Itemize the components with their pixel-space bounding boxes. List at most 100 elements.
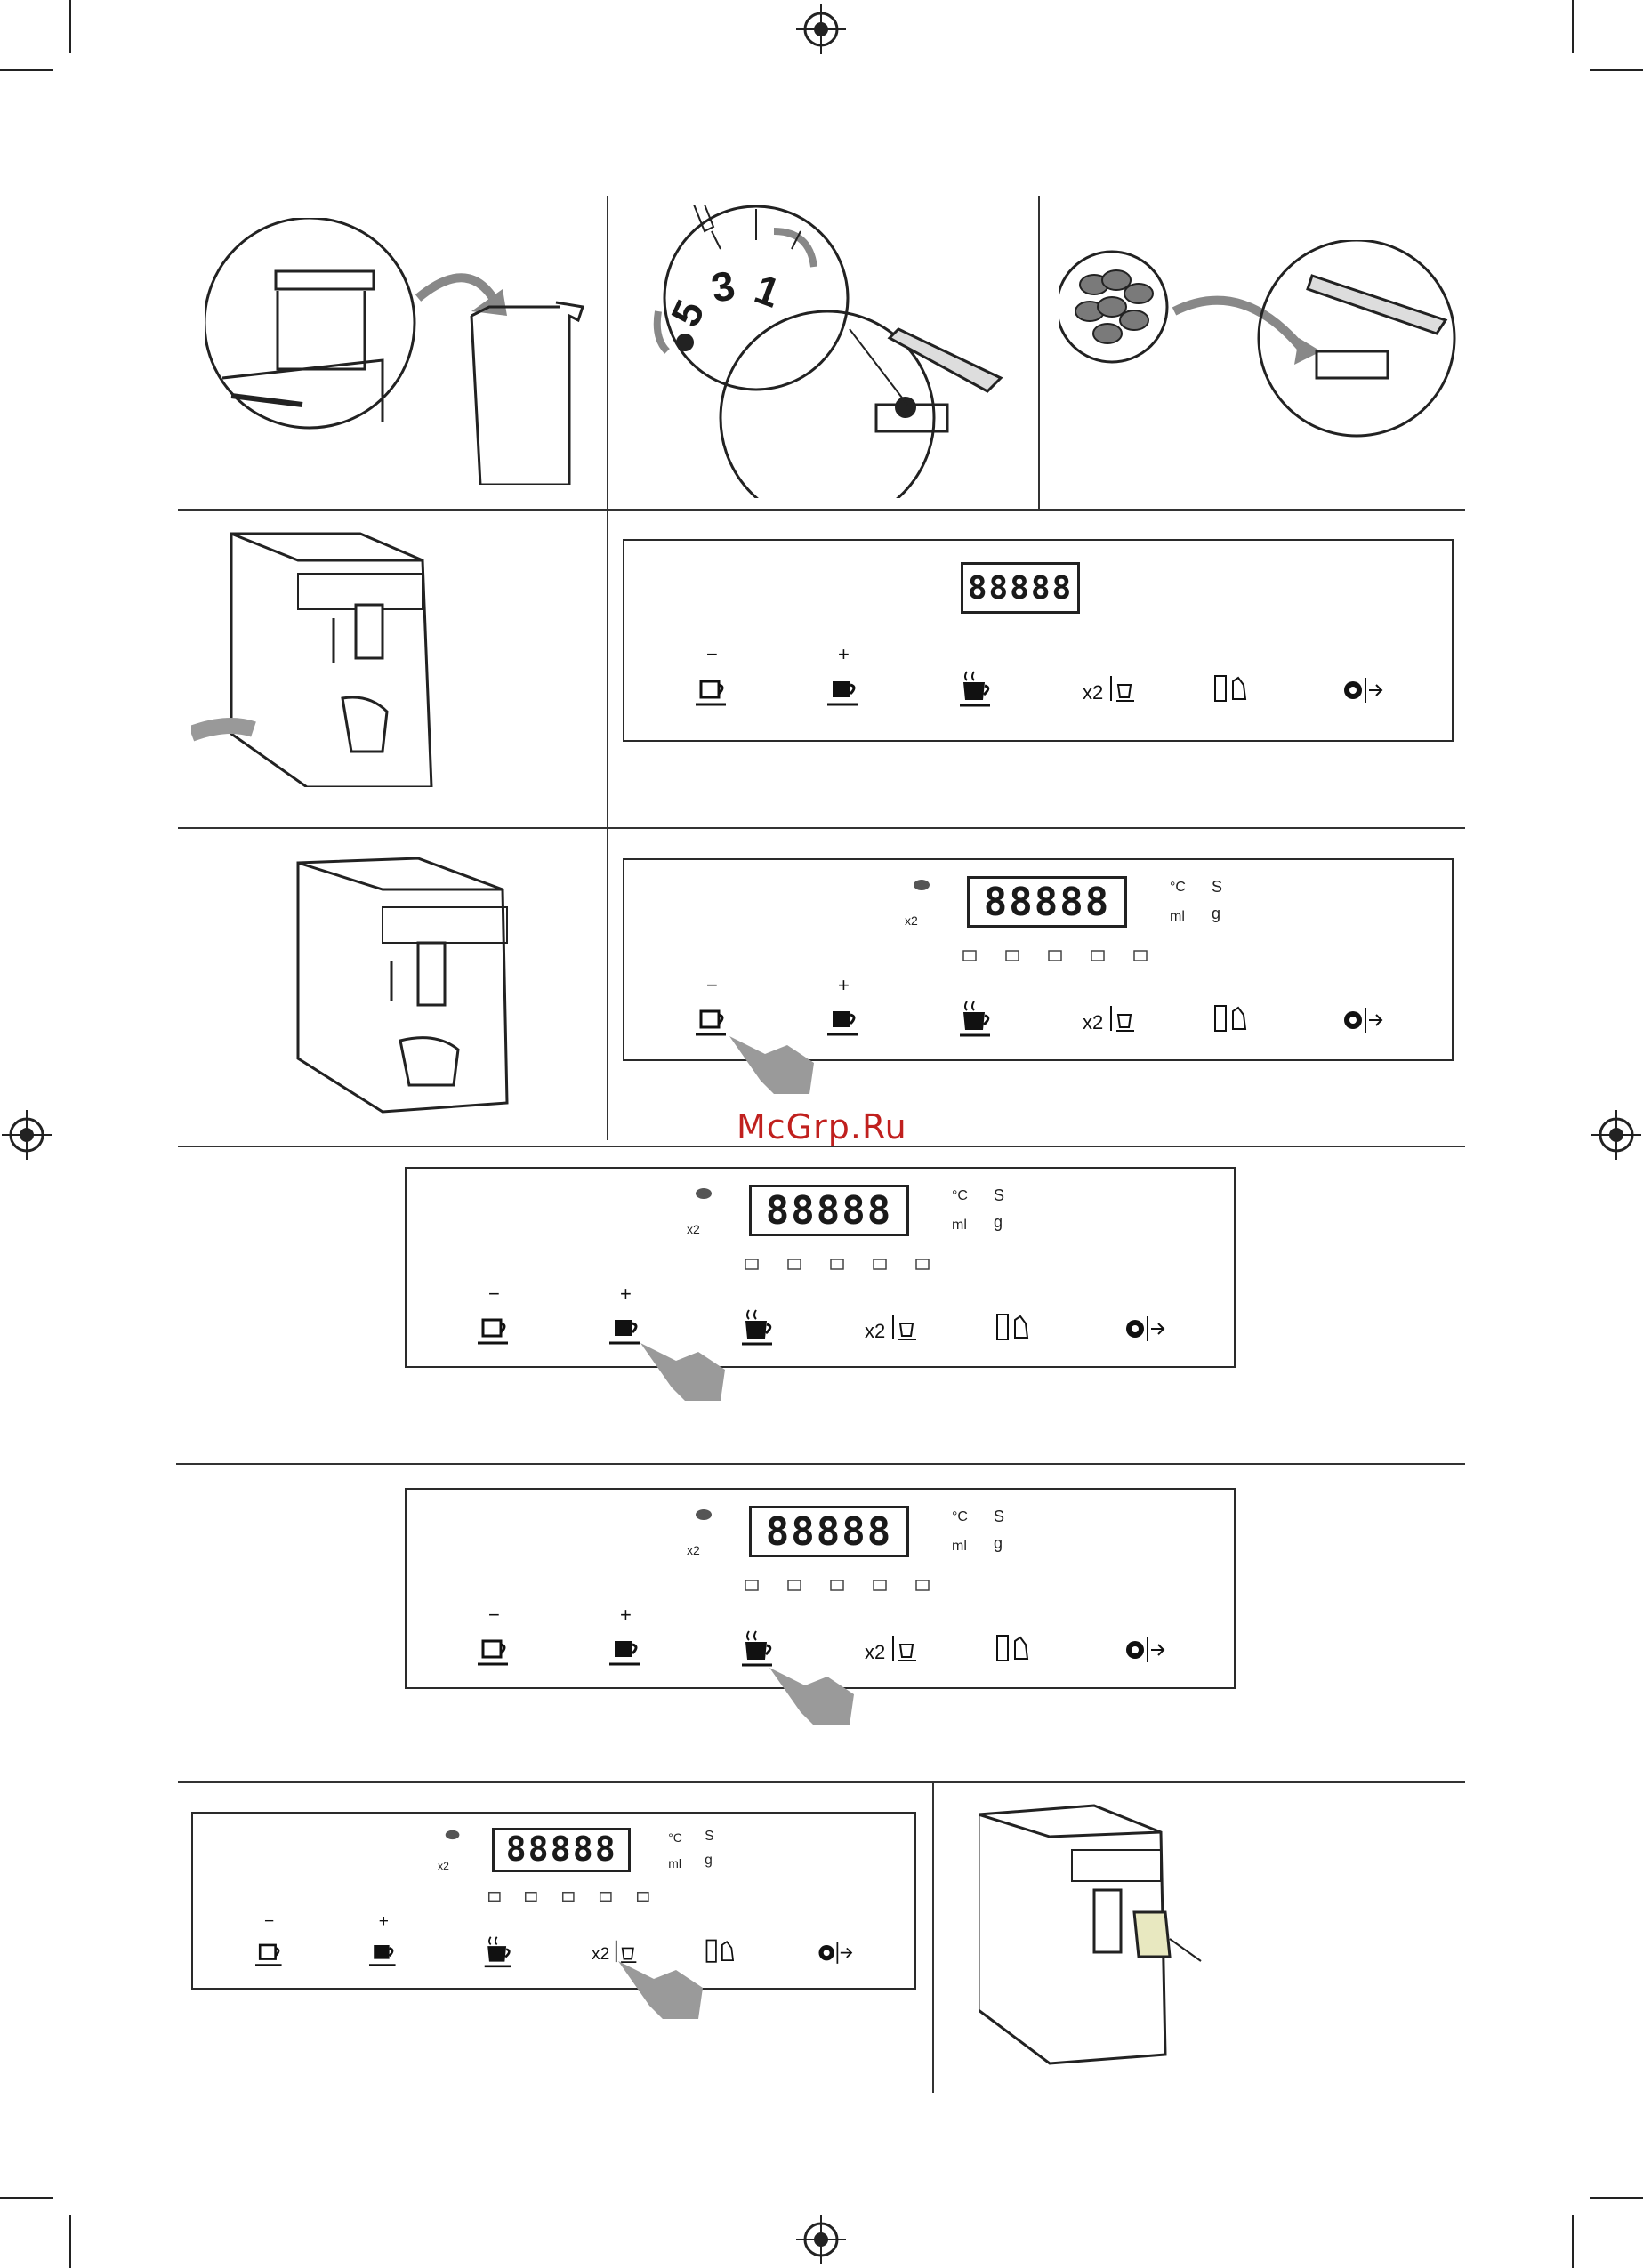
small-cup-icon[interactable] xyxy=(478,1634,513,1669)
double-cup-icon[interactable] xyxy=(891,1634,918,1669)
double-cup-label: x2 xyxy=(1083,681,1103,704)
digital-display: 88888 xyxy=(749,1506,909,1557)
unit-g: g xyxy=(994,1534,1003,1553)
unit-celsius: °C xyxy=(952,1188,968,1204)
rinse-hand-icon[interactable] xyxy=(994,1311,1038,1347)
rinse-hand-icon[interactable] xyxy=(1212,1002,1256,1038)
coffee-bean-icon xyxy=(444,1829,461,1841)
section-divider xyxy=(932,1781,934,2093)
drip-tray-icon xyxy=(914,1579,932,1593)
small-cup-icon[interactable] xyxy=(478,1313,513,1348)
double-cup-label: x2 xyxy=(865,1641,885,1664)
rinse-hand-icon[interactable] xyxy=(994,1632,1038,1668)
descale-icon xyxy=(561,1891,576,1903)
section-divider xyxy=(178,509,1465,511)
unit-s: S xyxy=(705,1829,713,1845)
pointing-hand-icon xyxy=(614,1952,712,2023)
double-cup-icon[interactable] xyxy=(1109,674,1136,710)
cleaning-icon xyxy=(872,1579,890,1593)
unit-celsius: °C xyxy=(668,1830,682,1845)
minus-label: − xyxy=(706,643,718,666)
drip-tray-icon xyxy=(914,1258,932,1272)
rinse-hand-icon[interactable] xyxy=(1212,672,1256,708)
x2-indicator: x2 xyxy=(687,1222,700,1236)
crop-mark xyxy=(69,0,71,53)
double-cup-icon[interactable] xyxy=(1109,1004,1136,1040)
small-cup-icon[interactable] xyxy=(696,674,731,710)
digital-display: 88888 xyxy=(492,1828,632,1872)
minus-label: − xyxy=(706,974,718,997)
plus-label: + xyxy=(620,1604,632,1627)
descale-icon xyxy=(1047,949,1065,963)
pointing-hand-icon xyxy=(636,1334,734,1405)
control-panel: x2 88888 °C S ml g − + x2 xyxy=(405,1167,1236,1368)
registration-mark-icon xyxy=(2,1110,52,1160)
hot-cup-icon[interactable] xyxy=(958,1000,997,1039)
control-panel: 88888 − + x2 xyxy=(623,539,1454,742)
x2-indicator: x2 xyxy=(438,1860,449,1872)
cleaning-icon xyxy=(872,1258,890,1272)
double-cup-label: x2 xyxy=(592,1945,609,1965)
section-divider xyxy=(176,1463,1465,1465)
minus-label: − xyxy=(488,1604,500,1627)
crop-mark xyxy=(0,69,53,71)
registration-mark-icon xyxy=(1591,1110,1641,1160)
pointing-hand-icon xyxy=(765,1659,863,1730)
settings-gear-icon[interactable] xyxy=(1341,674,1385,706)
descale-icon xyxy=(829,1258,847,1272)
double-cup-icon[interactable] xyxy=(891,1313,918,1348)
descale-icon xyxy=(829,1579,847,1593)
unit-ml: ml xyxy=(668,1856,681,1870)
grounds-drawer-icon xyxy=(1004,949,1022,963)
large-cup-icon[interactable] xyxy=(609,1634,645,1669)
water-tank-icon xyxy=(487,1891,503,1903)
unit-s: S xyxy=(994,1186,1004,1205)
water-tank-icon xyxy=(744,1579,761,1593)
crop-mark xyxy=(0,2197,53,2199)
hot-cup-icon[interactable] xyxy=(483,1935,517,1969)
crop-mark xyxy=(1572,0,1574,53)
unit-celsius: °C xyxy=(1170,880,1186,896)
grinder-dial-illustration xyxy=(623,205,1032,498)
settings-gear-icon[interactable] xyxy=(1123,1313,1167,1345)
grounds-drawer-icon xyxy=(786,1579,804,1593)
minus-label: − xyxy=(488,1283,500,1306)
digital-display: 88888 xyxy=(749,1185,909,1236)
drip-tray-icon xyxy=(636,1891,651,1903)
plus-label: + xyxy=(379,1912,389,1932)
settings-gear-icon[interactable] xyxy=(816,1939,855,1966)
water-tank-icon xyxy=(962,949,979,963)
unit-celsius: °C xyxy=(952,1509,968,1525)
hot-cup-icon[interactable] xyxy=(958,670,997,709)
settings-gear-icon[interactable] xyxy=(1341,1004,1385,1036)
pointing-hand-icon xyxy=(725,1027,823,1098)
large-cup-icon[interactable] xyxy=(369,1939,400,1970)
hot-cup-icon[interactable] xyxy=(740,1308,779,1347)
section-divider xyxy=(178,1781,1465,1783)
large-cup-icon[interactable] xyxy=(827,674,863,710)
crop-mark xyxy=(1590,2197,1643,2199)
minus-label: − xyxy=(264,1912,274,1932)
unit-g: g xyxy=(705,1853,713,1869)
unit-s: S xyxy=(994,1508,1004,1526)
grounds-drawer-icon xyxy=(524,1891,539,1903)
large-cup-icon[interactable] xyxy=(827,1004,863,1040)
crop-mark xyxy=(69,2215,71,2268)
registration-mark-icon xyxy=(796,4,846,54)
coffee-bean-icon xyxy=(694,1508,713,1522)
unit-ml: ml xyxy=(952,1218,967,1234)
coffee-machine-illustration xyxy=(191,520,458,787)
water-tank-icon xyxy=(744,1258,761,1272)
double-cup-label: x2 xyxy=(865,1320,885,1343)
unit-s: S xyxy=(1212,878,1222,897)
coffee-machine-illustration xyxy=(294,845,534,1121)
unit-ml: ml xyxy=(952,1539,967,1555)
settings-gear-icon[interactable] xyxy=(1123,1634,1167,1666)
cleaning-icon xyxy=(599,1891,614,1903)
x2-indicator: x2 xyxy=(687,1543,700,1557)
digital-display: 88888 xyxy=(961,562,1080,614)
small-cup-icon[interactable] xyxy=(255,1939,286,1970)
bean-hopper-illustration xyxy=(1059,240,1468,480)
container-removal-illustration xyxy=(205,218,596,485)
plus-label: + xyxy=(620,1283,632,1306)
